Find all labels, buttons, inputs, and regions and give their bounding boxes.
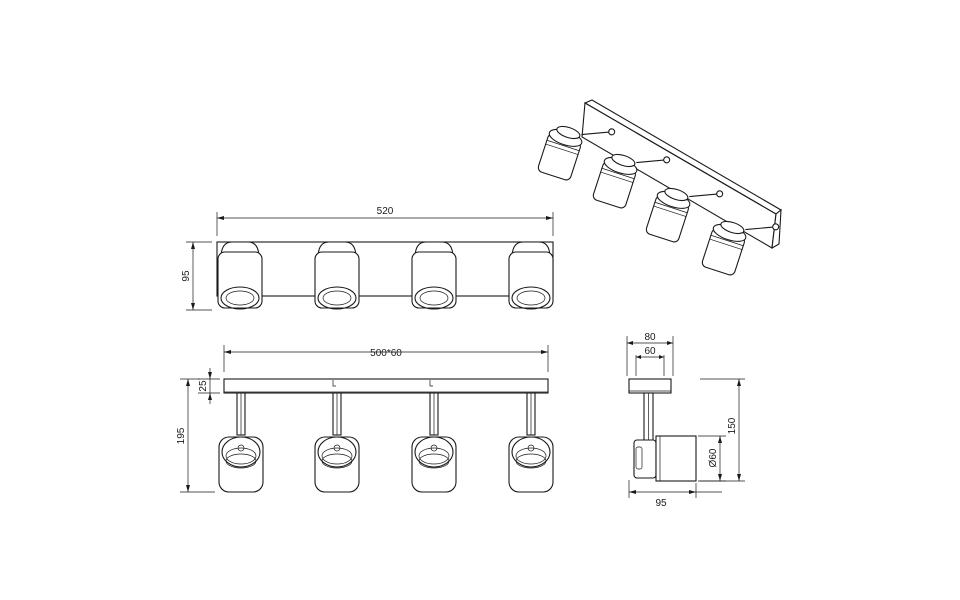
top-spots xyxy=(217,241,554,310)
iso-spot-arm xyxy=(636,159,667,164)
front-spot xyxy=(508,392,554,493)
dim-side-inner: 60 xyxy=(635,346,665,376)
iso-spot xyxy=(592,153,671,209)
dim-side-height: 150 xyxy=(700,378,745,482)
isometric-view xyxy=(537,99,782,276)
side-cylinder xyxy=(655,435,697,482)
dim-side-height-label: 150 xyxy=(727,417,738,434)
top-spot xyxy=(314,241,360,310)
front-spots xyxy=(218,392,554,493)
front-plate-hook xyxy=(429,380,433,387)
top-spot-lens-outer xyxy=(511,286,551,310)
top-spot-lens-outer xyxy=(220,286,260,310)
front-spot-knuckle xyxy=(317,436,357,468)
dim-side-inner-label: 60 xyxy=(644,346,656,357)
iso-spot-arm xyxy=(581,131,612,136)
front-spot-knuckle xyxy=(221,436,261,468)
front-plate-hook xyxy=(332,380,336,387)
front-plate xyxy=(223,378,549,394)
iso-backplate xyxy=(581,99,782,250)
side-knuckle xyxy=(633,439,657,479)
top-spot-body xyxy=(314,251,360,309)
front-spot xyxy=(314,392,360,493)
front-spot xyxy=(218,392,264,493)
front-spot-knuckle xyxy=(414,436,454,468)
dim-top-width-label: 520 xyxy=(377,206,394,217)
dim-front-plate: 25 xyxy=(198,368,220,404)
iso-spot-arm xyxy=(745,226,776,231)
dim-top-width: 520 xyxy=(216,206,554,236)
top-spot xyxy=(508,241,554,310)
dim-side-outer-label: 80 xyxy=(644,332,656,343)
dim-side-diameter: Ø60 xyxy=(698,435,726,482)
side-view: 80 60 150 Ø60 xyxy=(626,332,745,509)
top-spot-lens-inner xyxy=(419,290,449,306)
dim-front-height: 195 xyxy=(176,378,215,493)
iso-spot xyxy=(645,187,724,243)
top-spot xyxy=(411,241,457,310)
dim-side-diameter-label: Ø60 xyxy=(708,448,719,467)
dim-side-depth-label: 95 xyxy=(655,498,667,509)
dim-front-plate-label: 25 xyxy=(198,380,209,392)
dim-front-width: 500*60 xyxy=(223,345,549,372)
top-spot-lens-inner xyxy=(225,290,255,306)
top-spot-lens-outer xyxy=(317,286,357,310)
iso-spot xyxy=(537,125,616,181)
top-spot-lens-outer xyxy=(414,286,454,310)
dim-front-width-label: 500*60 xyxy=(370,348,402,359)
front-view: 500*60 25 195 xyxy=(176,345,554,493)
iso-spot-arm xyxy=(689,193,720,198)
dim-front-height-label: 195 xyxy=(176,427,187,444)
top-spot-body xyxy=(508,251,554,309)
top-spot xyxy=(217,241,263,310)
top-spot-lens-inner xyxy=(516,290,546,306)
iso-spot xyxy=(701,220,780,276)
dim-side-outer: 80 xyxy=(626,332,674,376)
dim-top-height: 95 xyxy=(181,241,212,311)
top-view: 520 95 xyxy=(181,206,554,311)
top-plate xyxy=(216,241,554,297)
dim-top-height-label: 95 xyxy=(181,270,192,282)
iso-spot-knuckle xyxy=(720,220,745,235)
iso-spots xyxy=(537,125,780,276)
front-spot-knuckle xyxy=(511,436,551,468)
dim-side-depth: 95 xyxy=(628,480,722,509)
top-spot-body xyxy=(411,251,457,309)
iso-spot-knuckle xyxy=(556,125,581,140)
iso-spot-knuckle xyxy=(611,153,636,168)
iso-spot-knuckle xyxy=(664,187,689,202)
front-spot xyxy=(411,392,457,493)
top-spot-lens-inner xyxy=(322,290,352,306)
top-spot-body xyxy=(217,251,263,309)
